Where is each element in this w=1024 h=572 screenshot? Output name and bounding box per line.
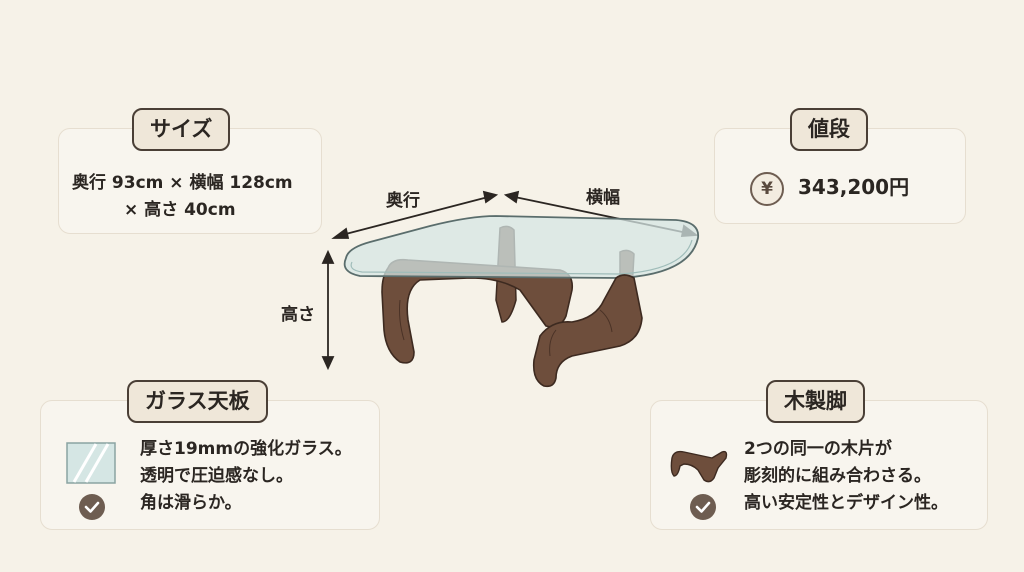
height-label: 高さ <box>281 305 315 325</box>
wood-title: 木製脚 <box>766 380 865 423</box>
wood-piece-icon <box>670 450 728 483</box>
depth-arrow <box>331 190 499 239</box>
price-value: 343,200円 <box>798 175 910 199</box>
wood-leg-right <box>532 274 643 388</box>
width-label: 横幅 <box>586 188 620 208</box>
wood-line-3: 高い安定性とデザイン性。 <box>744 493 948 513</box>
wood-line-2: 彫刻的に組み合わさる。 <box>744 466 931 486</box>
glass-tabletop <box>343 215 699 279</box>
glass-pane-icon <box>66 442 116 484</box>
size-line-1: 奥行 93cm × 横幅 128cm <box>72 173 293 193</box>
glass-title: ガラス天板 <box>127 380 268 423</box>
height-arrow <box>321 249 335 371</box>
glass-check-icon <box>79 494 105 520</box>
price-title: 値段 <box>790 108 868 151</box>
depth-label: 奥行 <box>386 191 420 211</box>
glass-line-3: 角は滑らか。 <box>140 493 242 513</box>
size-title: サイズ <box>132 108 231 151</box>
wood-line-1: 2つの同一の木片が <box>744 439 892 459</box>
yen-icon: ¥ <box>750 172 784 206</box>
size-line-2: × 高さ 40cm <box>124 200 236 220</box>
wood-check-icon <box>690 494 716 520</box>
glass-line-2: 透明で圧迫感なし。 <box>140 466 293 486</box>
glass-line-1: 厚さ19mmの強化ガラス。 <box>140 439 352 459</box>
